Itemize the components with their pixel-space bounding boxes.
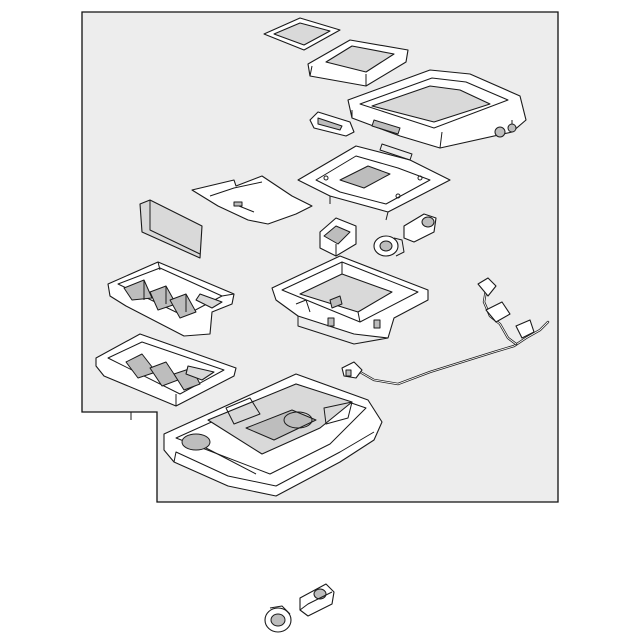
bumper bbox=[373, 235, 405, 257]
loose-grommet bbox=[264, 605, 292, 633]
lid-bezel bbox=[307, 39, 409, 87]
armrest-lid bbox=[347, 69, 527, 149]
bracket bbox=[319, 217, 357, 257]
lid-pad bbox=[263, 17, 341, 51]
cover-panel bbox=[139, 199, 203, 259]
lower-tray bbox=[95, 333, 237, 407]
loose-bumper bbox=[299, 583, 335, 617]
hinge-plate bbox=[297, 143, 451, 221]
latch-button bbox=[309, 111, 355, 137]
storage-bin bbox=[271, 255, 429, 345]
wire-harness bbox=[341, 277, 550, 386]
grommet bbox=[403, 213, 437, 243]
upper-tray bbox=[107, 261, 235, 337]
mat bbox=[191, 175, 313, 225]
console-base bbox=[163, 373, 383, 497]
